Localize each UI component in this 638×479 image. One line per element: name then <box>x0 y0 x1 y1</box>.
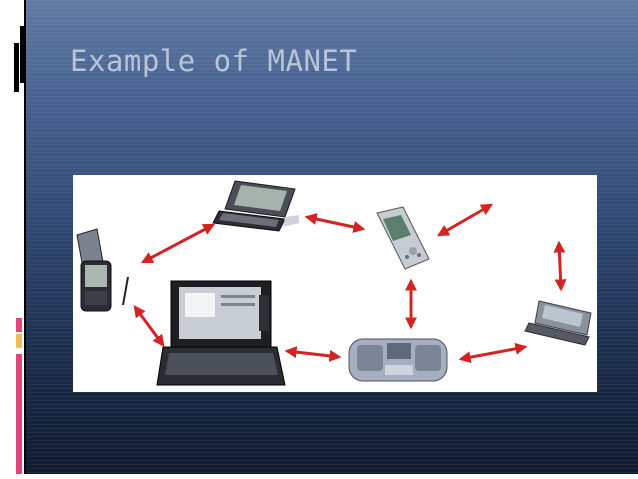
bottom-rule <box>24 474 638 479</box>
laptop-icon <box>156 280 286 386</box>
keyboard-phone-icon <box>348 338 448 382</box>
decor-bar-top-2 <box>20 26 24 83</box>
manet-diagram-svg <box>76 180 592 386</box>
link-phone-topright <box>436 203 494 237</box>
decor-bar-top-1 <box>14 43 19 92</box>
link-pda-laptop <box>133 305 165 347</box>
left-rule <box>24 0 26 479</box>
handheld-pc-icon <box>212 180 299 232</box>
pda-icon <box>76 228 129 312</box>
decor-bar-pink-2 <box>16 354 22 474</box>
network-links <box>133 203 567 364</box>
link-laptop-keyboardphone <box>284 346 342 362</box>
decor-bar-gold <box>16 334 22 348</box>
link-handheld-phone <box>304 213 366 233</box>
link-topright-communicator <box>553 240 567 292</box>
communicator-icon <box>524 300 592 346</box>
link-pda-handheld <box>140 223 216 264</box>
link-keyboardphone-communicator <box>458 342 528 364</box>
decor-bar-pink <box>16 318 22 332</box>
mobile-phone-icon <box>376 206 430 270</box>
slide-title: Example of MANET <box>70 44 358 78</box>
manet-diagram <box>73 175 597 392</box>
